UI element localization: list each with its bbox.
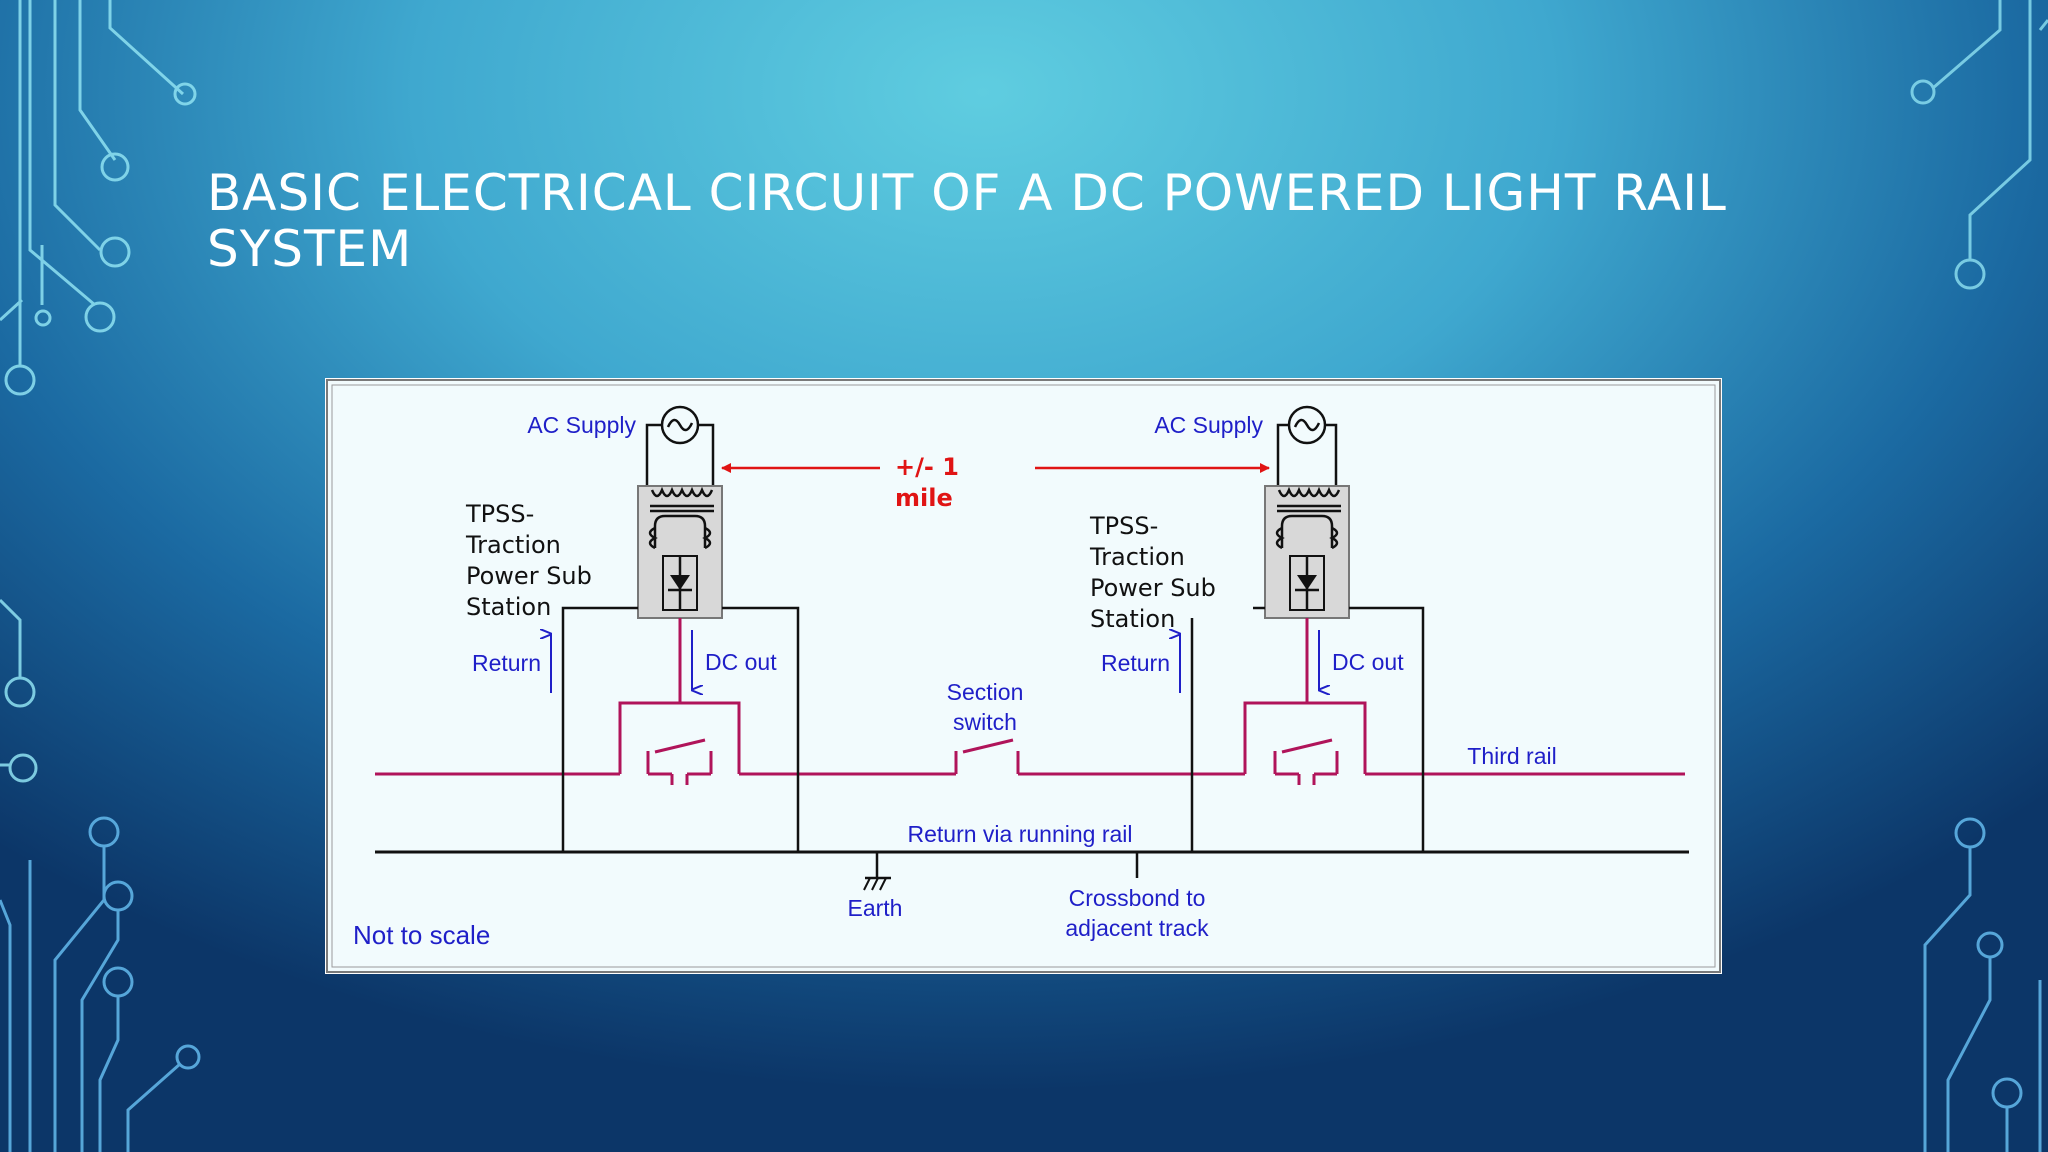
third-rail-label: Third rail — [1467, 743, 1556, 769]
return-rail-label: Return via running rail — [907, 821, 1132, 847]
section-switch-line-2: switch — [953, 709, 1017, 735]
earth-connection: Earth — [848, 852, 903, 921]
circuit-diagram: AC Supply TPSS- Traction Power Sub Stati… — [326, 379, 1721, 973]
crossbond-line-2: adjacent track — [1065, 915, 1209, 941]
distance-line-2: mile — [895, 484, 953, 512]
left-dc-out-label: DC out — [705, 649, 777, 675]
title-line-2: SYSTEM — [207, 220, 413, 278]
distance-line-1: +/- 1 — [895, 453, 959, 481]
rectifier-diode-icon — [662, 555, 698, 611]
left-tpss-line-4: Station — [466, 593, 551, 621]
right-dc-out-label: DC out — [1332, 649, 1404, 675]
right-tpss-line-2: Traction — [1089, 543, 1185, 571]
earth-label: Earth — [848, 895, 903, 921]
right-tpss-line-4: Station — [1090, 605, 1175, 633]
left-tpss-line-2: Traction — [465, 531, 561, 559]
left-ac-supply-label: AC Supply — [527, 412, 636, 438]
right-tpss-line-1: TPSS- — [1089, 512, 1158, 540]
right-tpss-line-3: Power Sub — [1090, 574, 1216, 602]
transformer-icon — [1275, 486, 1341, 550]
title-line-1: BASIC ELECTRICAL CIRCUIT OF A DC POWERED… — [207, 164, 1727, 222]
right-return-label: Return — [1101, 650, 1170, 676]
section-switch-line-1: Section — [947, 679, 1024, 705]
left-tpss-line-1: TPSS- — [465, 500, 534, 528]
circuit-diagram-figure: AC Supply TPSS- Traction Power Sub Stati… — [325, 378, 1722, 974]
right-substation: AC Supply TPSS- Traction Power Sub Stati… — [1089, 405, 1425, 852]
distance-indicator: +/- 1 mile — [721, 453, 1270, 512]
slide-title: BASIC ELECTRICAL CIRCUIT OF A DC POWERED… — [207, 165, 1747, 277]
rectifier-diode-icon — [1289, 555, 1325, 611]
crossbond-line-1: Crossbond to — [1069, 885, 1206, 911]
crossbond-connection: Crossbond to adjacent track — [1065, 852, 1209, 941]
left-substation: AC Supply TPSS- Traction Power Sub Stati… — [465, 405, 800, 852]
diagram-panel — [326, 379, 1721, 973]
left-tpss-line-3: Power Sub — [466, 562, 592, 590]
left-return-label: Return — [472, 650, 541, 676]
not-to-scale-note: Not to scale — [353, 920, 490, 950]
section-switch: Section switch — [947, 679, 1024, 774]
right-ac-supply-label: AC Supply — [1154, 412, 1263, 438]
transformer-icon — [648, 486, 714, 550]
